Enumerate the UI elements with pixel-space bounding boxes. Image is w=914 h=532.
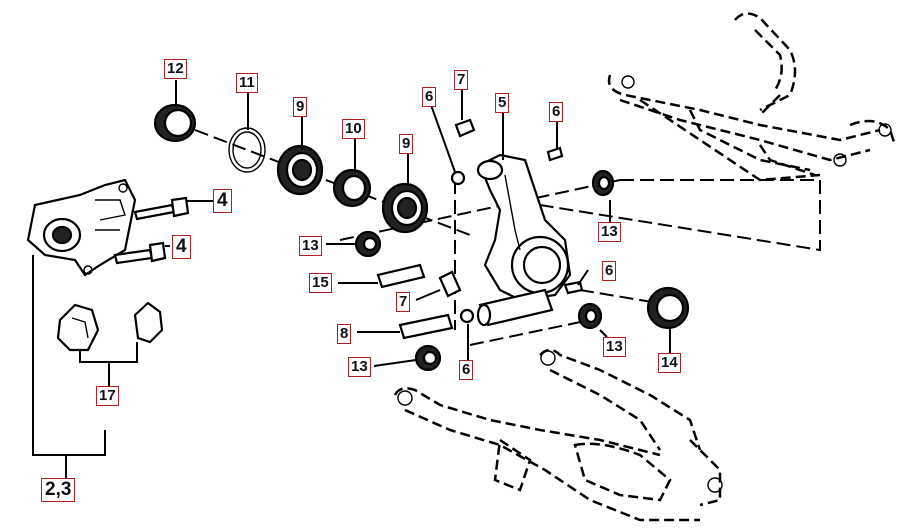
oil-seal-14 [646,286,690,330]
callout-8: 8 [337,324,352,344]
assembly-line-crossmember [539,179,821,252]
callout-6-upper-right: 6 [549,102,564,122]
callout-7-upper: 7 [454,70,469,90]
clip-7-lower [438,270,462,298]
callout-4-upper: 4 [213,189,232,213]
assembly-line-lower [469,319,591,346]
callout-6-lower: 6 [459,360,474,380]
bushing-13-left [354,230,382,258]
callout-4-lower: 4 [172,235,191,259]
callout-5: 5 [495,93,510,113]
callout-6-lower-right: 6 [602,261,617,281]
callout-15: 15 [309,273,332,293]
washer-6-upper [450,170,466,186]
pin-8 [398,313,454,340]
callout-10: 10 [342,119,365,139]
lower-suspension-arm [393,348,723,522]
callout-13-left: 13 [299,236,322,256]
oil-seal-12 [153,103,197,143]
bushing-7-top [454,118,476,138]
bearing-9-left [276,144,324,196]
callout-7-lower: 7 [396,292,411,312]
leader-lines [32,80,671,478]
rear-knuckle-5 [476,153,572,302]
bushing-sleeve [476,288,554,327]
callout-12: 12 [164,59,187,79]
callout-9-left: 9 [293,97,308,117]
bearing-9-right [381,182,429,234]
spacer-10 [332,168,372,208]
callout-13-upper-right: 13 [598,222,621,242]
brake-pad-left [56,303,100,352]
assembly-line-seal [579,289,671,306]
callout-2-3: 2,3 [41,478,76,502]
upper-crossmember [607,12,897,182]
washer-6-lower [459,308,475,324]
bolt-4-upper [133,196,190,221]
assembly-line-hub [194,129,471,236]
callout-14: 14 [658,353,681,373]
pin-15 [376,263,426,289]
bolt-4-lower [113,241,167,265]
snap-ring-11 [228,127,266,173]
assembly-line-upper [339,179,621,241]
callout-6-upper-left: 6 [422,87,437,107]
brake-caliper [26,178,137,277]
callout-11: 11 [236,73,258,93]
callout-17: 17 [96,386,119,406]
bushing-13-bottom [414,344,442,372]
callout-9-right: 9 [399,134,414,154]
brake-pad-right [133,301,164,344]
bushing-13-lower-right [577,302,603,330]
bushing-13-upper-right [591,169,615,197]
callout-13-bottom: 13 [348,357,371,377]
bolt-6-right [546,146,564,162]
callout-13-lower-right: 13 [603,337,626,357]
